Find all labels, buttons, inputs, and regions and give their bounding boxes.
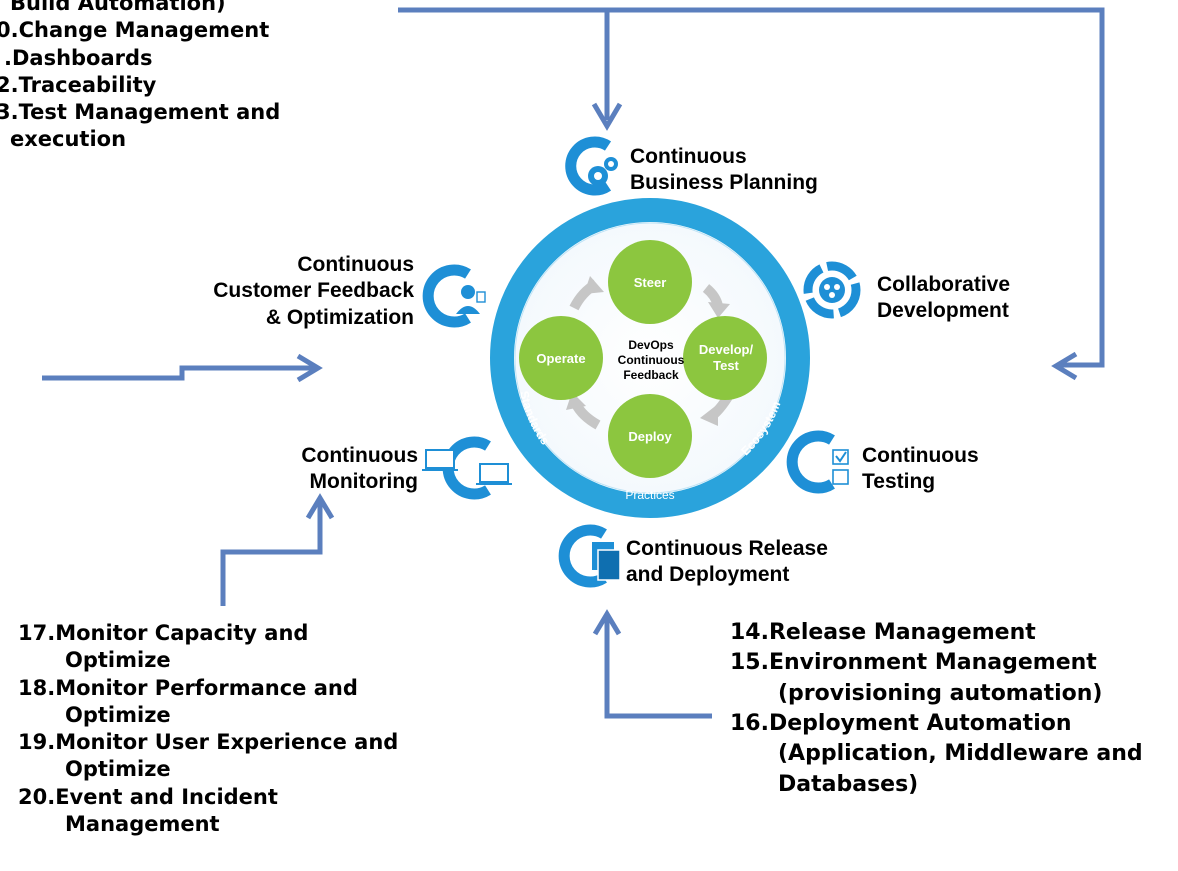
stage-monitoring: Continuous Monitoring — [230, 443, 418, 496]
stage-label-line: Monitoring — [309, 470, 418, 494]
business-planning-icon — [565, 136, 618, 196]
center-label-2: Continuous — [618, 353, 685, 367]
stage-label-line: & Optimization — [265, 305, 414, 329]
stage-label-line: Customer Feedback — [213, 279, 414, 303]
stage-label-line: and Deployment — [626, 563, 790, 587]
list-item: 16.Deployment Automation — [730, 711, 1072, 737]
node-develop-label-2: Test — [713, 358, 739, 373]
list-item: 15.Environment Management — [730, 650, 1097, 676]
stage-label-line: Business Planning — [630, 171, 818, 195]
stage-label-line: Collaborative — [877, 273, 1011, 296]
list-item: 14.Release Management — [730, 620, 1036, 645]
list-item: Optimize — [65, 757, 171, 782]
node-steer — [608, 240, 692, 324]
stage-continuous-testing: Continuous Testing — [862, 443, 979, 496]
stage-label-line: Continuous — [297, 253, 414, 276]
list-item: execution — [10, 127, 127, 152]
list-item: .Dashboards — [4, 45, 153, 70]
ring-label-practices: Practices — [625, 488, 674, 502]
stage-label-line: Continuous Release — [626, 537, 828, 560]
testing-icon — [786, 430, 849, 494]
list-item: Databases) — [778, 771, 919, 797]
list-item: Build Automation) — [10, 0, 226, 15]
release-deployment-icon — [558, 524, 621, 588]
list-item: Optimize — [65, 702, 171, 727]
stage-label-line: Development — [877, 299, 1009, 323]
node-operate — [519, 316, 603, 400]
stage-label-line: Continuous — [630, 145, 747, 168]
connector-arrow-monitoring — [220, 500, 323, 606]
stage-collaborative-development: Collaborative Development — [877, 272, 1010, 325]
node-deploy — [608, 394, 692, 478]
connector-arrow-left — [42, 365, 316, 381]
stage-customer-feedback: Continuous Customer Feedback & Optimizat… — [150, 252, 414, 331]
list-item: (Application, Middleware and — [778, 741, 1143, 767]
release-list: 14.Release Management 15.Environment Man… — [730, 618, 1143, 800]
list-item: 18.Monitor Performance and — [18, 675, 358, 700]
connector-arrow-release — [604, 616, 712, 719]
customer-feedback-icon — [422, 264, 486, 328]
list-item: 0.Change Management — [0, 18, 270, 43]
monitoring-list: 17.Monitor Capacity and Optimize 18.Moni… — [18, 620, 398, 838]
monitoring-icon — [422, 436, 512, 500]
list-item: 20.Event and Incident — [18, 784, 278, 809]
stage-business-planning: Continuous Business Planning — [630, 144, 818, 197]
connector-arrow-top — [398, 7, 1105, 368]
list-item: Management — [65, 812, 220, 837]
devops-wheel: Standards Practices Ecosystem Steer Deve… — [490, 198, 810, 518]
stage-label-line: Continuous — [862, 444, 979, 467]
list-item: 2.Traceability — [0, 72, 157, 97]
stage-label-line: Continuous — [301, 444, 418, 467]
collaboration-icon — [803, 261, 861, 319]
top-left-list: Build Automation) 0.Change Management .D… — [0, 0, 280, 154]
list-item: Optimize — [65, 648, 171, 673]
stage-release-deployment: Continuous Release and Deployment — [626, 536, 828, 589]
stage-label-line: Testing — [862, 470, 936, 494]
list-item: (provisioning automation) — [778, 680, 1103, 706]
node-operate-label: Operate — [536, 351, 585, 366]
list-item: 3.Test Management and — [0, 100, 281, 125]
node-deploy-label: Deploy — [628, 429, 672, 444]
center-label-3: Feedback — [623, 368, 679, 382]
node-steer-label: Steer — [634, 275, 667, 290]
node-develop-label-1: Develop/ — [699, 342, 754, 357]
node-develop-test — [683, 316, 767, 400]
cycle-arrowheads — [566, 276, 730, 426]
list-item: 17.Monitor Capacity and — [18, 621, 309, 645]
center-label-1: DevOps — [628, 338, 674, 352]
list-item: 19.Monitor User Experience and — [18, 730, 399, 755]
